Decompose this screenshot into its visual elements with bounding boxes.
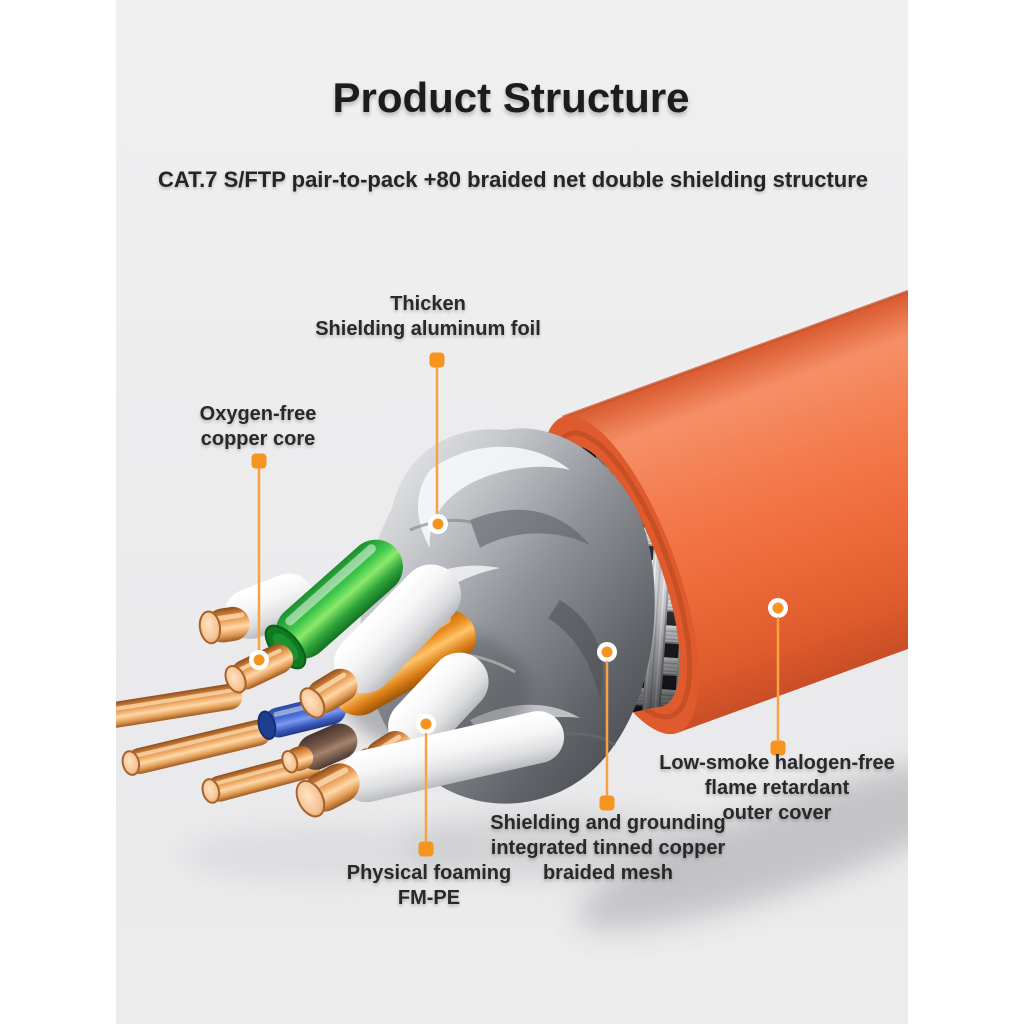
label-line: copper core [200,428,316,450]
label-line: integrated tinned copper [490,837,726,859]
page-subtitle: CAT.7 S/FTP pair-to-pack +80 braided net… [157,167,869,192]
label-line: flame retardant [704,777,850,799]
leader-dot [599,795,615,811]
leader-foil [428,352,448,534]
label-line: FM-PE [397,887,461,909]
leader-dot [251,453,267,469]
page-title: Product Structure [332,74,690,121]
cable-illustration [116,189,908,930]
leader-dot [418,841,434,857]
content-panel: Product Structure CAT.7 S/FTP pair-to-pa… [116,0,908,1024]
label-fm-pe: Physical foaming FM-PE [347,861,512,911]
ground-shadow [180,754,908,930]
copper-core [116,683,243,728]
copper-core [299,668,358,719]
label-line: outer cover [722,802,832,824]
label-line: Physical foaming [346,862,512,884]
leader-fmpe [416,714,436,857]
leader-dot [770,740,786,756]
white-wire [334,564,462,694]
label-line: Low-smoke halogen-free [659,752,895,774]
green-wire [264,539,403,670]
label-braided-mesh: Shielding and grounding integrated tinne… [490,811,726,886]
leader-copper [249,453,269,670]
copper-core [198,606,250,645]
label-line: Oxygen-free [199,403,317,425]
label-copper-core: Oxygen-free copper core [200,402,317,452]
leader-mesh [597,642,617,811]
label-line: Shielding aluminum foil [315,318,541,340]
stage: Product Structure CAT.7 S/FTP pair-to-pa… [116,0,908,1024]
copper-core [281,745,314,774]
white-wire [340,711,565,803]
leader-annotations [249,352,788,857]
copper-core [295,763,360,818]
label-line: Shielding and grounding [490,812,726,834]
label-line: Thicken [390,293,466,315]
label-outer-cover: Low-smoke halogen-free flame retardant o… [659,751,895,826]
copper-core [121,719,272,776]
white-wire [388,652,489,756]
leader-dot [429,352,445,368]
wire-bundle [116,539,565,818]
label-aluminum-foil: Thicken Shielding aluminum foil [315,292,541,342]
label-line: braided mesh [542,862,674,884]
leader-jacket [768,598,788,756]
